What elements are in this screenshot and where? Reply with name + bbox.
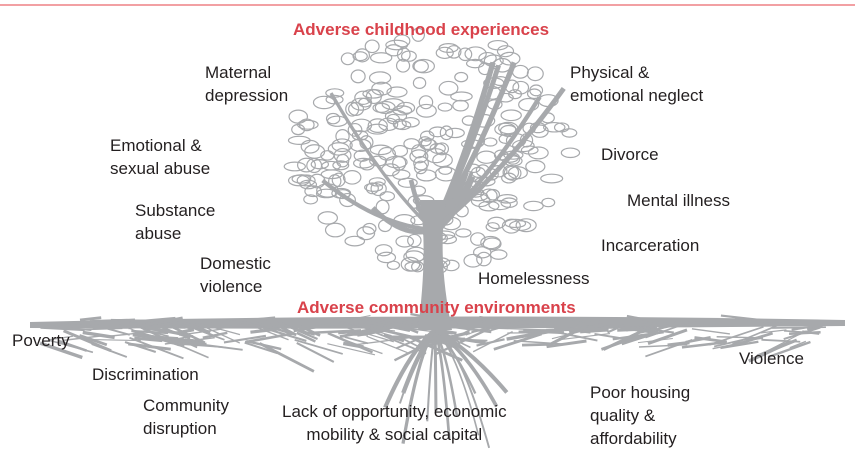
label-discrimination: Discrimination bbox=[92, 365, 199, 384]
label-mental-illness: Mental illness bbox=[627, 191, 730, 210]
label-incarceration: Incarceration bbox=[601, 236, 700, 255]
label-emotional-sexual-abuse: Emotional &sexual abuse bbox=[110, 136, 211, 178]
heading-adverse-community-environments: Adverse community environments bbox=[297, 298, 576, 317]
top-rule bbox=[0, 4, 855, 6]
label-poverty: Poverty bbox=[12, 331, 70, 350]
tree-trunk bbox=[418, 200, 452, 330]
tree-canopy bbox=[283, 27, 581, 274]
label-physical-emotional-neglect: Physical &emotional neglect bbox=[570, 63, 704, 105]
heading-adverse-childhood-experiences: Adverse childhood experiences bbox=[293, 20, 550, 39]
label-divorce: Divorce bbox=[601, 145, 659, 164]
label-homelessness: Homelessness bbox=[478, 269, 590, 288]
label-violence: Violence bbox=[739, 349, 804, 368]
